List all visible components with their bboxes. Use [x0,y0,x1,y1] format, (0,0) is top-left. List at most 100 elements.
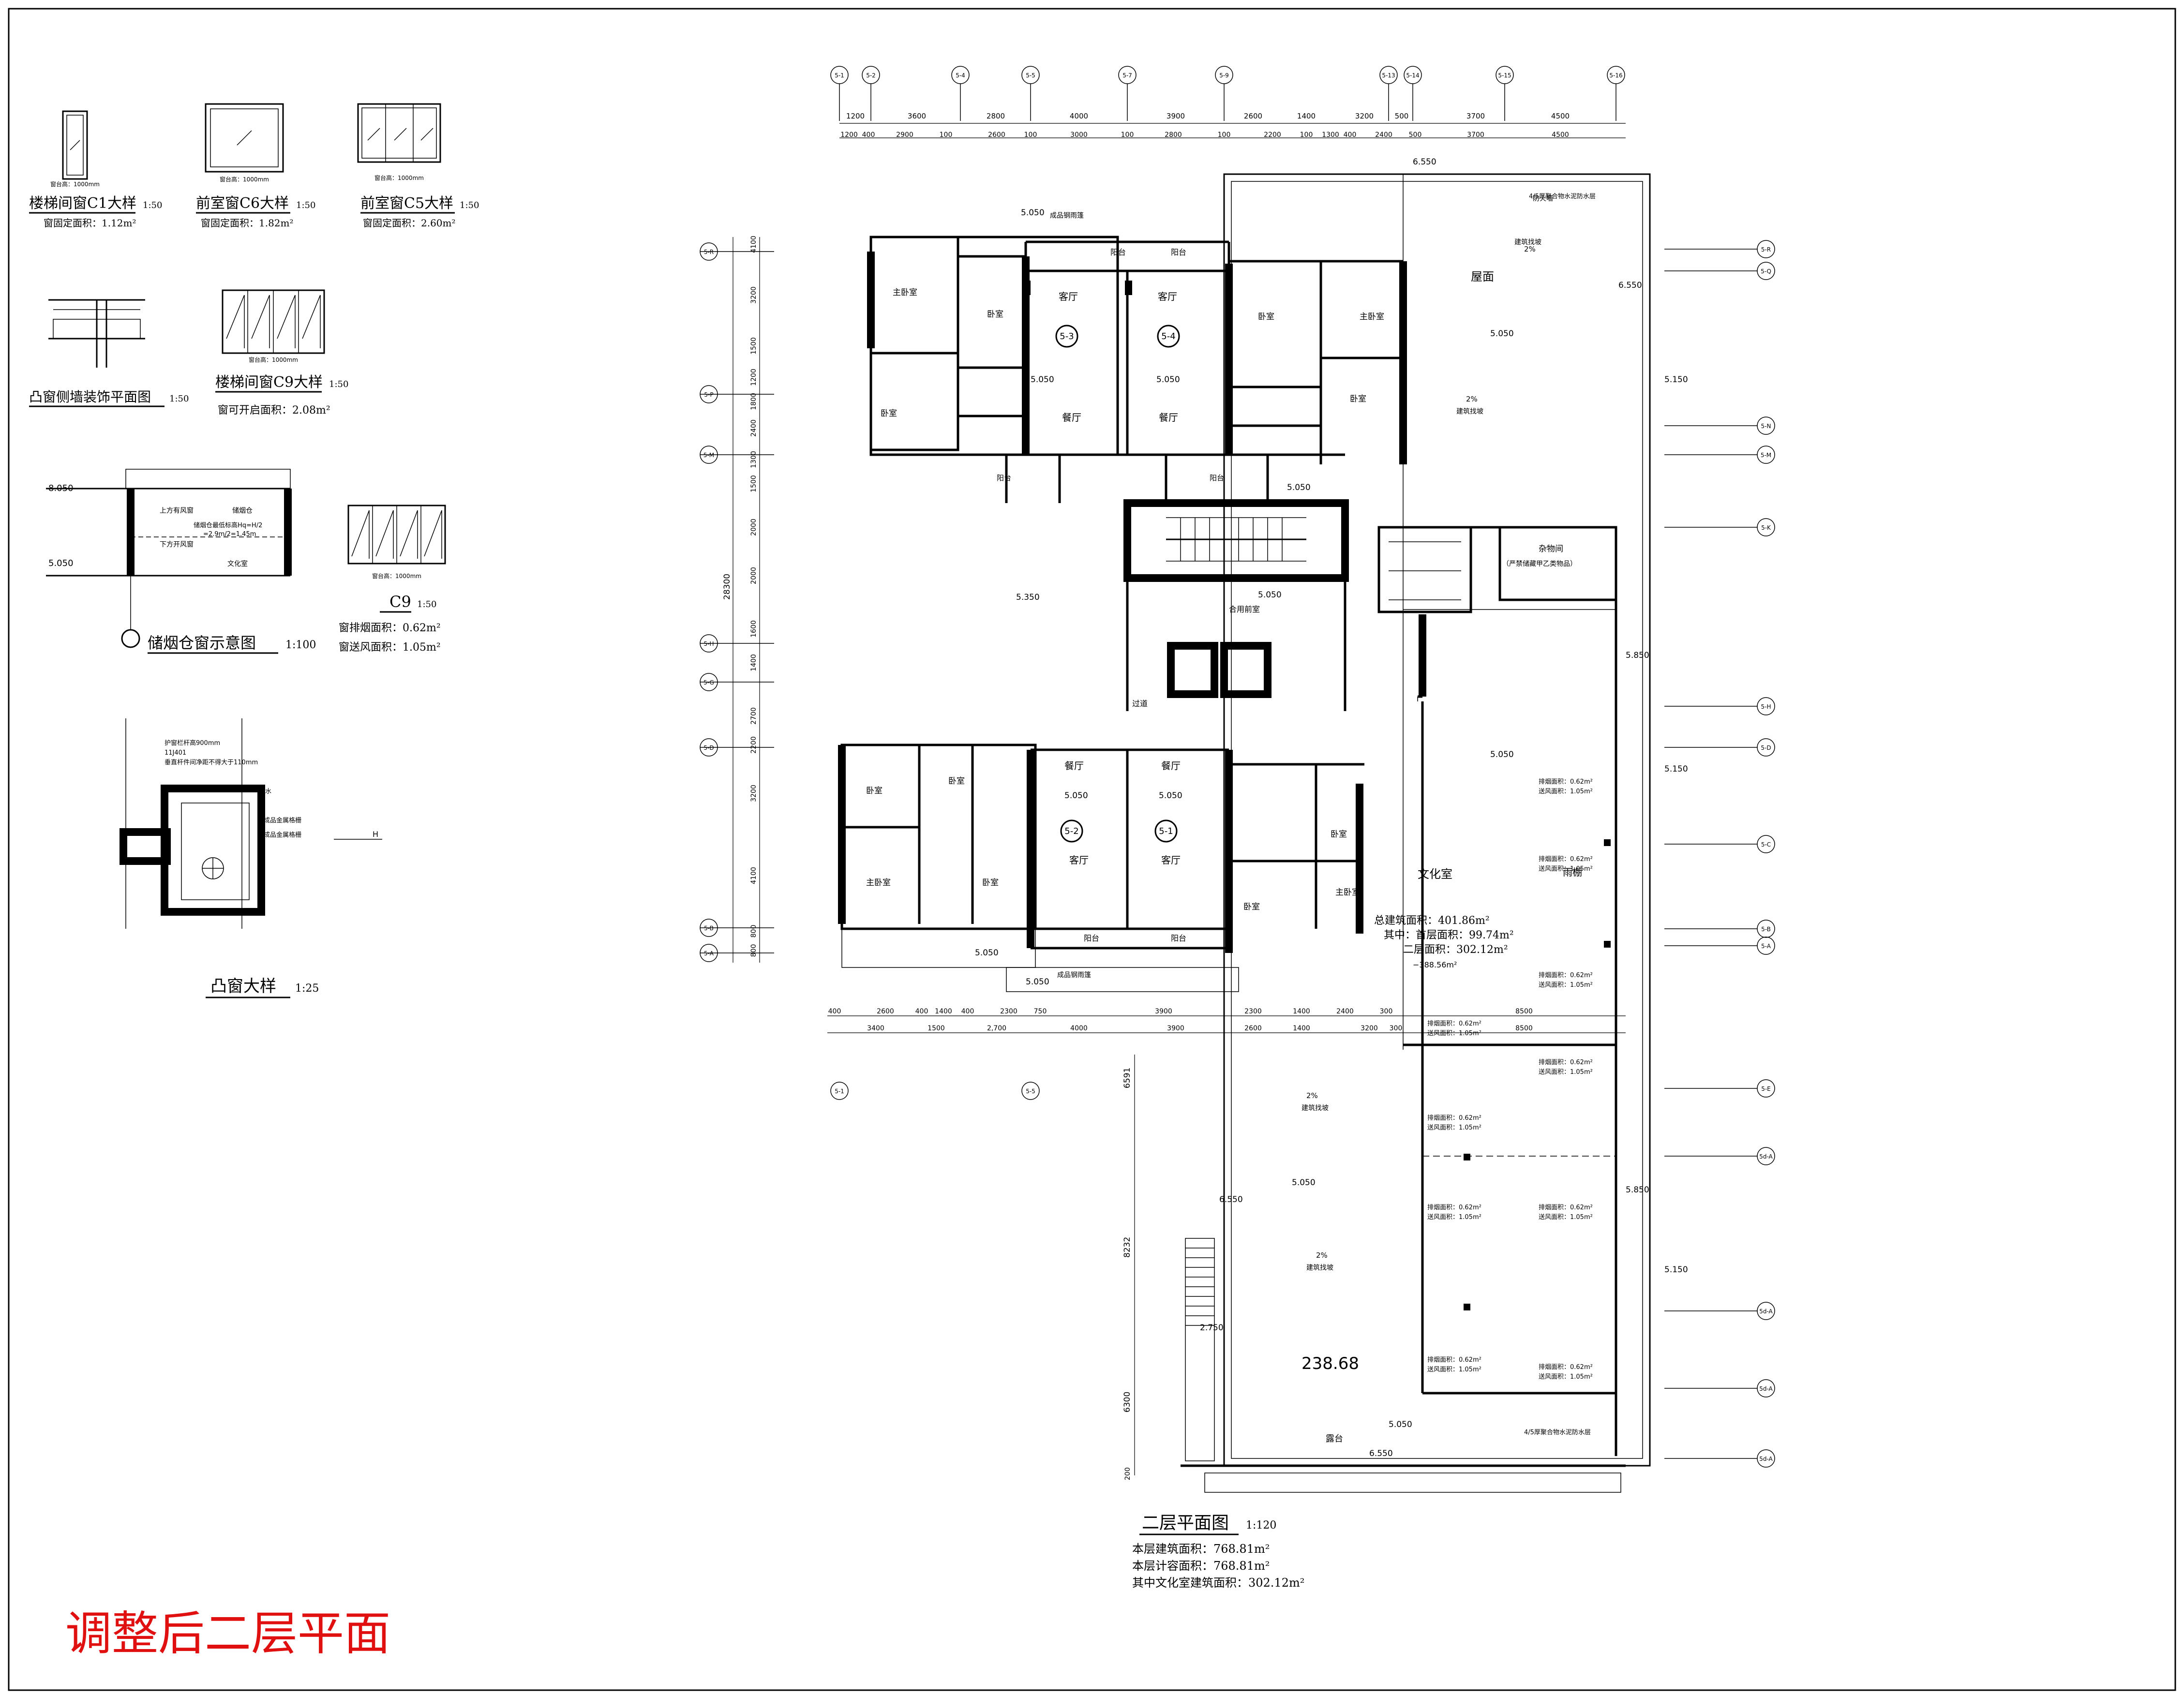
slope-b: 2% [1466,395,1478,403]
elev-a: 5.050 [1031,375,1054,385]
axis-right-1: 5-Q [1761,268,1771,275]
axis-top-9: 5-16 [1609,72,1622,79]
slope-c: 2% [1306,1091,1318,1100]
detail-c6: 窗台高：1000mm 前室窗C6大样 1:50 窗固定面积：1.82m² [196,103,315,229]
axis-top-4: 5-7 [1122,72,1132,79]
detail-c6-scale: 1:50 [296,200,315,210]
axis-right-4: 5-K [1761,524,1771,531]
dim-left-9: 2000 [750,567,758,584]
dim-left-1: 3200 [750,286,758,304]
dim-bottom1-9: 1400 [1293,1008,1310,1015]
dim-bottom2-4: 3900 [1167,1025,1184,1032]
axis-left-7: 5-A [704,950,714,957]
detail-c9-note: 窗排烟面积：0.62m² [339,622,441,634]
elev-d: 5.050 [1287,483,1311,492]
detail-c1-sill: 窗台高：1000mm [50,180,100,188]
sundry-note: （严禁储藏甲乙类物品） [1502,560,1577,568]
vent-b-8: 送风面积：1.05m² [1539,1214,1593,1221]
dim-top2-4: 2600 [988,131,1005,139]
detail-c9-title: C9 [389,593,411,611]
vent-b-10: 送风面积：1.05m² [1539,1373,1593,1381]
area-total: 总建筑面积：401.86m² [1374,915,1490,927]
dim-top2-6: 3000 [1070,131,1088,139]
dim-top1-5: 2600 [1244,112,1262,120]
detail-c1-title: 楼梯间窗C1大样 [29,195,136,212]
firewall-label: 防火墙 [1533,195,1553,203]
room-master-a: 主卧室 [893,288,917,297]
dim-top2-3: 100 [940,131,953,139]
room-master-d: 主卧室 [1335,888,1360,897]
dim-top2-15: 500 [1409,131,1422,139]
detail-bay-window: H 护窗栏杆高900mm 11J401 垂直杆件间净距不得大于110mm 滴水 … [120,718,382,998]
elev-f: 5.050 [1159,791,1182,801]
dim-left-total: 28300 [722,574,732,600]
room-bed-b: 卧室 [881,409,897,418]
room-dining-a: 餐厅 [1062,412,1081,423]
canopy-bottom: 成品钢雨篷 [1057,971,1091,979]
slope-note-a: 建筑找坡 [1514,238,1541,246]
room-master-c: 主卧室 [866,878,891,888]
detail-c9: 窗台高：1000mm C9 1:50 窗排烟面积：0.62m² 窗送风面积：1.… [339,505,446,654]
dim-top2-11: 100 [1300,131,1313,139]
elev-5350: 5.350 [1016,593,1040,602]
detail-bay-title: 凸窗侧墙装饰平面图 [29,389,151,405]
smoke-level-bottom: 5.050 [48,558,74,568]
detail-c9s-scale: 1:50 [329,379,348,389]
vent-a-6: 排烟面积：0.62m² [1427,1115,1481,1122]
axis-top-6: 5-13 [1382,72,1395,79]
dim-top2-14: 2400 [1375,131,1392,139]
room-bed-i: 卧室 [1243,902,1260,912]
detail-c9s-title: 楼梯间窗C9大样 [215,374,323,391]
detail-c9-note2: 窗送风面积：1.05m² [339,641,441,654]
dim-bottom1-4: 400 [961,1008,974,1015]
slope-d: 2% [1316,1251,1328,1260]
dim-bottom2-7: 3200 [1361,1025,1378,1032]
vent-b-3: 送风面积：1.05m² [1539,981,1593,989]
detail-c1-note: 窗固定面积：1.12m² [44,217,136,229]
unit-label-5-2: 5-2 [1064,826,1078,836]
axis-right-8: 5-B [1761,926,1771,933]
dim-top1-1: 3600 [908,112,926,120]
bay-note-1: 11J401 [165,749,186,757]
detail-c6-title: 前室窗C6大样 [196,195,289,212]
elev-b: 5.050 [1156,375,1180,385]
dim-left-7: 1500 [750,475,758,492]
room-living-d: 客厅 [1161,854,1181,866]
unit-label-5-1: 5-1 [1159,826,1173,836]
smoke-scale: 1:100 [285,639,316,651]
dim-top1-8: 500 [1395,112,1409,120]
dim-bottom1-8: 2300 [1244,1008,1262,1015]
dim-left-2: 1500 [750,337,758,355]
elev-6550-c: 6.550 [1219,1195,1243,1204]
dim-top2-1: 400 [862,131,875,139]
dim-top2-13: 400 [1344,131,1357,139]
axis-left-0: 5-R [704,249,714,255]
detail-c6-note: 窗固定面积：1.82m² [201,217,294,229]
dim-top2-8: 2800 [1165,131,1182,139]
dim-left-8: 2000 [750,519,758,536]
room-bed-a: 卧室 [987,310,1003,319]
dim-bottom1-2: 400 [915,1008,928,1015]
dim-left-13: 2200 [750,736,758,754]
axis-left-5: 5-D [703,744,714,751]
vent-a-1: 排烟面积：0.62m² [1539,778,1593,786]
dim-top1-7: 3200 [1355,112,1374,120]
smoke-formula2: =2.9m/2=1.45m [203,531,256,538]
axis-top-0: 5-1 [835,72,844,79]
room-balcony-e: 阳台 [1084,934,1099,943]
detail-c5-note: 窗固定面积：2.60m² [363,217,456,229]
bay-note-5: 成品金属格栅 [264,831,301,839]
axis-right-2: 5-N [1761,423,1771,430]
plan-title: 二层平面图 [1142,1513,1229,1533]
dim-bottom2-3: 4000 [1070,1025,1088,1032]
vent-a-7: 排烟面积：0.62m² [1427,1204,1481,1211]
detail-c5-title: 前室窗C5大样 [360,195,453,212]
dim-top2-10: 2200 [1264,131,1281,139]
plan-stat-area: 本层建筑面积：768.81m² [1132,1542,1270,1556]
dim-bottom1-3: 1400 [935,1008,952,1015]
canopy-top: 成品钢雨篷 [1050,212,1084,220]
axis-top-3: 5-5 [1026,72,1035,79]
